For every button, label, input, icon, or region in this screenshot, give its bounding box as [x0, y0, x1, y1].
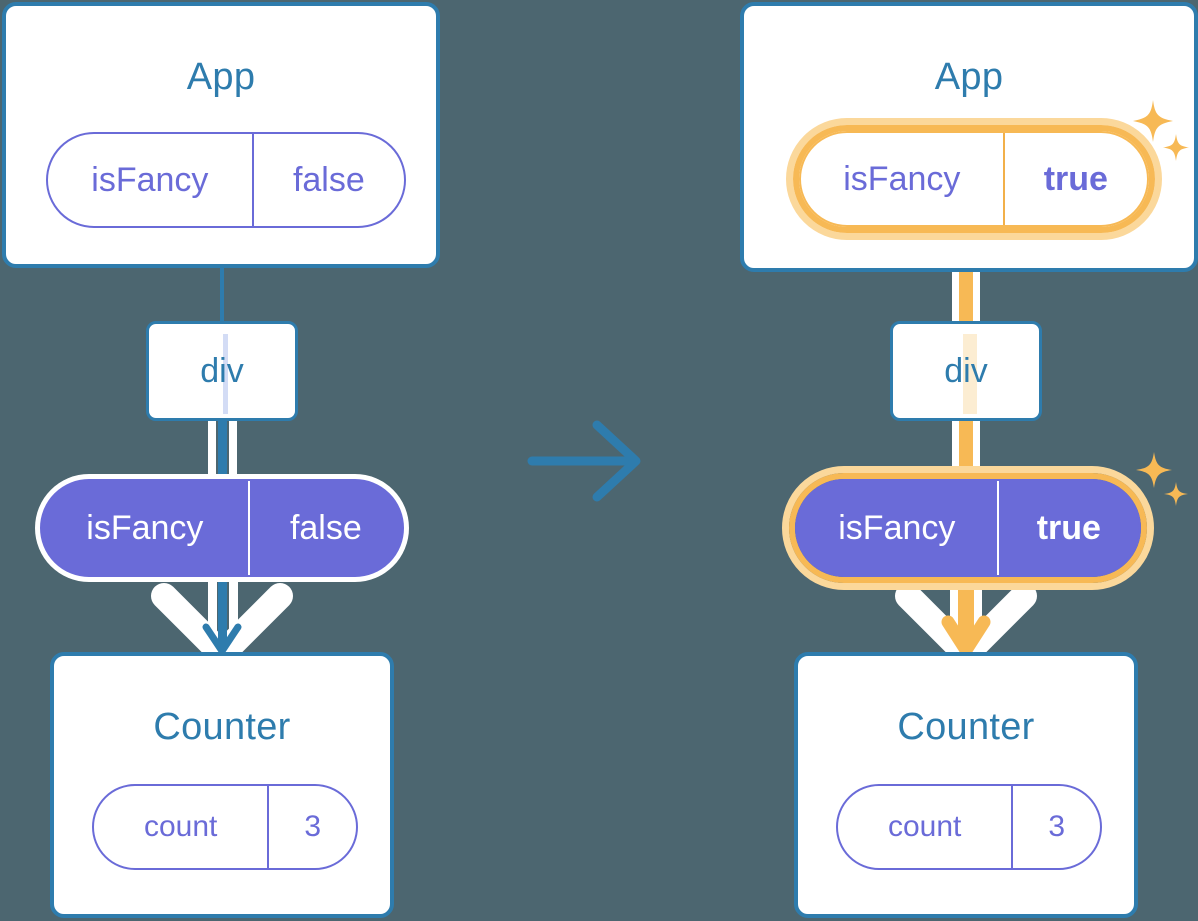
app-box-before: App isFancy false: [2, 2, 440, 268]
div-box-after: div: [890, 321, 1042, 421]
prop-key-after: isFancy: [838, 509, 956, 547]
app-state-pill-before: isFancy false: [46, 132, 406, 228]
div-label-after: div: [944, 352, 988, 390]
counter-state-value-after: 3: [1011, 786, 1100, 868]
right-arrow-icon: [527, 420, 641, 502]
prop-pill-before: isFancy false: [40, 479, 404, 577]
app-state-value-before: false: [251, 134, 404, 226]
counter-state-pill-after: count 3: [836, 784, 1102, 870]
div-box-before: div: [146, 321, 298, 421]
counter-state-value-before: 3: [267, 786, 356, 868]
app-state-key-after: isFancy: [843, 160, 961, 198]
app-state-key-before: isFancy: [91, 161, 209, 199]
prop-value-before: false: [247, 481, 402, 575]
app-box-after: App isFancy true: [740, 2, 1198, 272]
prop-flow-arrow-left: [151, 566, 293, 667]
app-state-value-after: true: [1002, 133, 1147, 225]
counter-title-after: Counter: [897, 706, 1035, 748]
counter-box-after: Counter count 3: [794, 652, 1138, 918]
app-state-pill-after: isFancy true: [799, 131, 1149, 227]
div-state-thread-after: [963, 334, 977, 414]
counter-state-pill-before: count 3: [92, 784, 358, 870]
counter-title-before: Counter: [153, 706, 291, 748]
div-state-thread-before: [223, 334, 228, 414]
prop-pill-after: isFancy true: [795, 479, 1141, 577]
prop-flow-arrow-right: [895, 566, 1037, 667]
app-title-before: App: [186, 56, 256, 98]
connector-div-to-prop-right: [952, 418, 980, 488]
counter-box-before: Counter count 3: [50, 652, 394, 918]
counter-state-key-before: count: [143, 810, 218, 843]
prop-key-before: isFancy: [86, 509, 204, 547]
div-label-before: div: [200, 352, 244, 390]
prop-value-after: true: [996, 481, 1139, 575]
counter-state-key-after: count: [887, 810, 962, 843]
app-title-after: App: [934, 56, 1004, 98]
connector-div-to-prop-left: [208, 418, 237, 488]
